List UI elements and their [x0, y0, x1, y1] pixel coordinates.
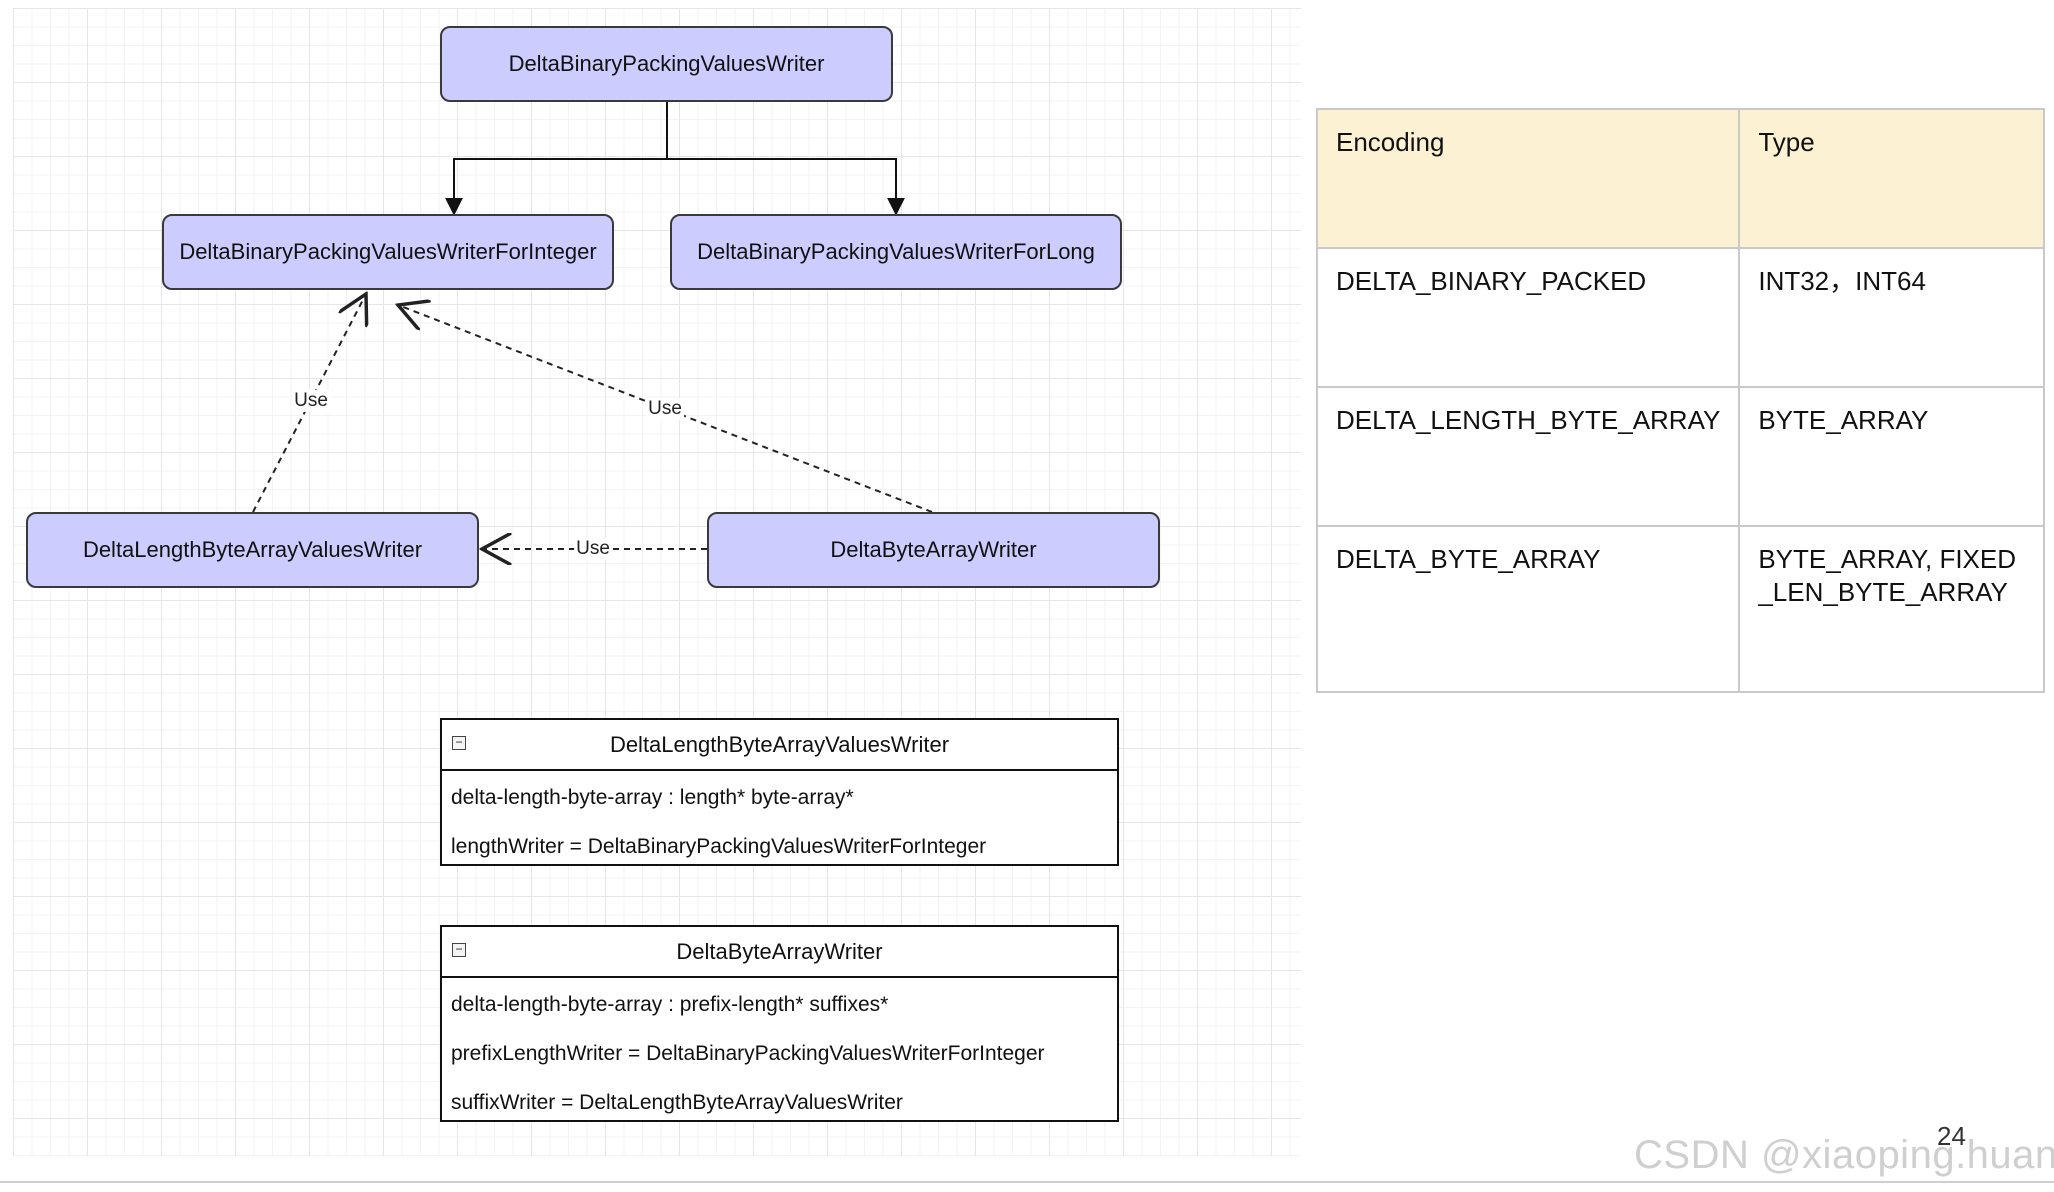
node-delta-binary-packing-values-writer[interactable]: DeltaBinaryPackingValuesWriter	[440, 26, 893, 102]
table-row: DELTA_LENGTH_BYTE_ARRAY BYTE_ARRAY	[1315, 386, 2046, 527]
type-cell: BYTE_ARRAY, FIXED_LEN_BYTE_ARRAY	[1738, 525, 2046, 693]
type-cell: INT32，INT64	[1738, 247, 2046, 388]
class-box-field: delta-length-byte-array : length* byte-a…	[451, 786, 854, 809]
edge-label-use-right: Use	[646, 398, 684, 420]
class-box-title: DeltaByteArrayWriter	[676, 938, 883, 964]
edge-label-use-left: Use	[292, 390, 330, 412]
collapse-icon[interactable]: −	[452, 943, 466, 957]
class-box-header: − DeltaByteArrayWriter	[442, 927, 1117, 978]
class-box-field: lengthWriter = DeltaBinaryPackingValuesW…	[451, 835, 987, 858]
inheritance-connector-long	[667, 158, 905, 216]
class-box-delta-byte-array-writer: − DeltaByteArrayWriter delta-length-byte…	[440, 925, 1119, 1122]
class-box-header: − DeltaLengthByteArrayValuesWriter	[442, 720, 1117, 771]
class-box-field: prefixLengthWriter = DeltaBinaryPackingV…	[451, 1042, 1045, 1065]
edge-label-use-horizontal: Use	[574, 538, 612, 560]
node-delta-byte-array-writer[interactable]: DeltaByteArrayWriter	[707, 512, 1160, 588]
page-number: 24	[1937, 1121, 1966, 1151]
encoding-cell: DELTA_BINARY_PACKED	[1315, 247, 1741, 388]
class-box-title: DeltaLengthByteArrayValuesWriter	[609, 731, 950, 757]
collapse-icon[interactable]: −	[452, 736, 466, 750]
class-box-field: suffixWriter = DeltaLengthByteArrayValue…	[451, 1091, 903, 1114]
node-delta-length-byte-array-values-writer[interactable]: DeltaLengthByteArrayValuesWriter	[26, 512, 479, 588]
encoding-cell: DELTA_BYTE_ARRAY	[1315, 525, 1741, 693]
table-row: DELTA_BINARY_PACKED INT32，INT64	[1315, 247, 2046, 388]
table-header-row: Encoding Type	[1315, 108, 2046, 249]
encoding-cell: DELTA_LENGTH_BYTE_ARRAY	[1315, 386, 1741, 527]
type-cell: BYTE_ARRAY	[1738, 386, 2046, 527]
footer-divider	[0, 1181, 2054, 1183]
table-row: DELTA_BYTE_ARRAY BYTE_ARRAY, FIXED_LEN_B…	[1315, 525, 2046, 693]
class-box-field: delta-length-byte-array : prefix-length*…	[451, 993, 889, 1016]
header-type: Type	[1738, 108, 2046, 249]
node-delta-binary-packing-values-writer-for-long[interactable]: DeltaBinaryPackingValuesWriterForLong	[670, 214, 1122, 290]
watermark: CSDN @xiaoping.huang	[1634, 1133, 2054, 1177]
encoding-table: Encoding Type DELTA_BINARY_PACKED INT32，…	[1315, 108, 2046, 693]
node-delta-binary-packing-values-writer-for-integer[interactable]: DeltaBinaryPackingValuesWriterForInteger	[162, 214, 614, 290]
class-box-delta-length-byte-array-values-writer: − DeltaLengthByteArrayValuesWriter delta…	[440, 718, 1119, 866]
header-encoding: Encoding	[1315, 108, 1741, 249]
inheritance-connector-integer	[445, 102, 668, 216]
